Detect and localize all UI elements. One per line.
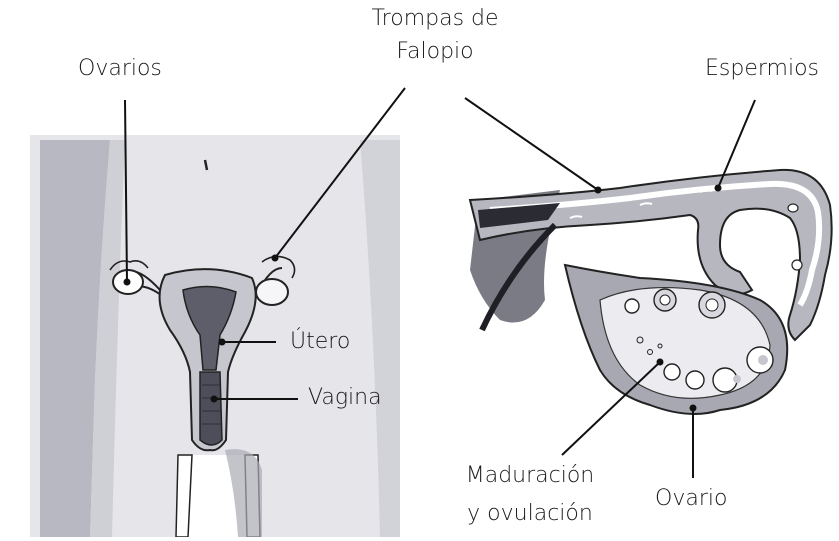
- label-espermios: Espermios: [705, 55, 819, 83]
- label-ovario: Ovario: [655, 485, 727, 513]
- label-maduracion-line2: y ovulación: [440, 500, 620, 528]
- label-utero: Útero: [290, 328, 350, 356]
- label-maduracion-line1: Maduración: [440, 462, 620, 490]
- label-vagina: Vagina: [308, 384, 382, 412]
- label-trompas-line2: Falopio: [360, 38, 510, 66]
- leader-trompas-right: [465, 98, 598, 190]
- label-ovarios: Ovarios: [78, 55, 162, 83]
- label-trompas-line1: Trompas de: [360, 5, 510, 33]
- tube-ovary-closeup: [470, 170, 832, 414]
